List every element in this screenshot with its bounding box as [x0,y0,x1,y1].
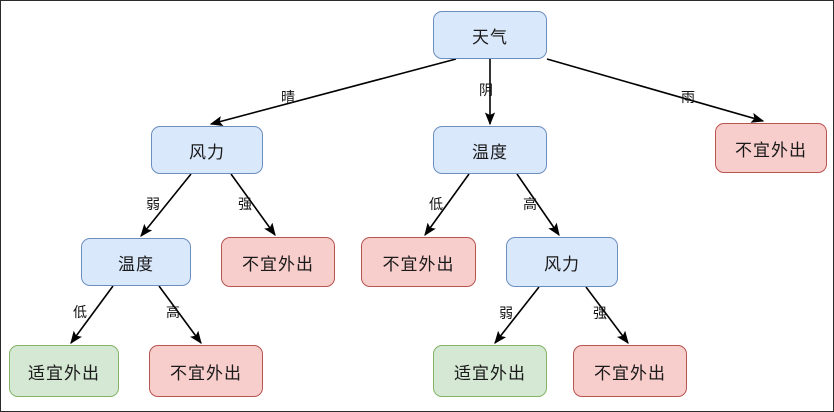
node-label: 不宜外出 [735,140,807,160]
edge-e-rain [546,58,765,123]
edge-label-e-rain: 雨 [681,89,695,105]
edge-e-high-m [516,173,560,237]
node-label: 适宜外出 [28,363,100,383]
node-temp_mid[interactable]: 温度 [433,126,547,174]
edge-e-weak-r [494,286,540,345]
edge-label-e-strong-l: 强 [238,196,252,212]
node-label: 不宜外出 [594,363,666,383]
node-good_left[interactable]: 适宜外出 [9,345,119,397]
edge-e-sunny [209,58,457,126]
node-bad_right[interactable]: 不宜外出 [573,345,687,397]
node-temp_left[interactable]: 温度 [81,238,191,286]
edge-label-e-high-l: 高 [166,304,180,320]
edge-label-e-sunny: 晴 [281,89,295,105]
edge-e-low-m [424,173,470,237]
edge-e-low-l [70,285,114,345]
node-root[interactable]: 天气 [433,11,547,59]
node-rain_leaf[interactable]: 不宜外出 [715,123,827,173]
node-strong_leaf[interactable]: 不宜外出 [221,237,335,287]
node-label: 风力 [189,142,225,162]
edge-label-e-cloudy: 阴 [479,82,493,98]
edge-label-e-weak-l: 弱 [146,196,160,212]
node-low_leaf_m[interactable]: 不宜外出 [361,237,476,287]
node-label: 不宜外出 [170,363,242,383]
node-good_right[interactable]: 适宜外出 [433,345,547,397]
edge-e-strong-r [585,286,629,345]
edge-label-e-strong-r: 强 [593,305,607,321]
node-bad_left[interactable]: 不宜外出 [149,345,263,397]
node-label: 适宜外出 [454,363,526,383]
node-label: 不宜外出 [382,254,455,274]
edge-e-high-l [158,285,202,345]
edge-label-e-low-m: 低 [429,196,443,212]
node-label: 不宜外出 [242,254,314,274]
node-wind_left[interactable]: 风力 [151,126,263,174]
edge-label-e-weak-r: 弱 [499,305,513,321]
node-label: 温度 [472,142,508,162]
node-label: 风力 [544,254,580,274]
node-wind_right[interactable]: 风力 [506,237,618,287]
edge-e-strong-l [230,173,276,237]
edge-e-weak-l [140,173,192,237]
edge-label-e-low-l: 低 [73,304,87,320]
node-label: 天气 [472,27,508,47]
node-label: 温度 [118,254,154,274]
edge-label-e-high-m: 高 [523,196,537,212]
